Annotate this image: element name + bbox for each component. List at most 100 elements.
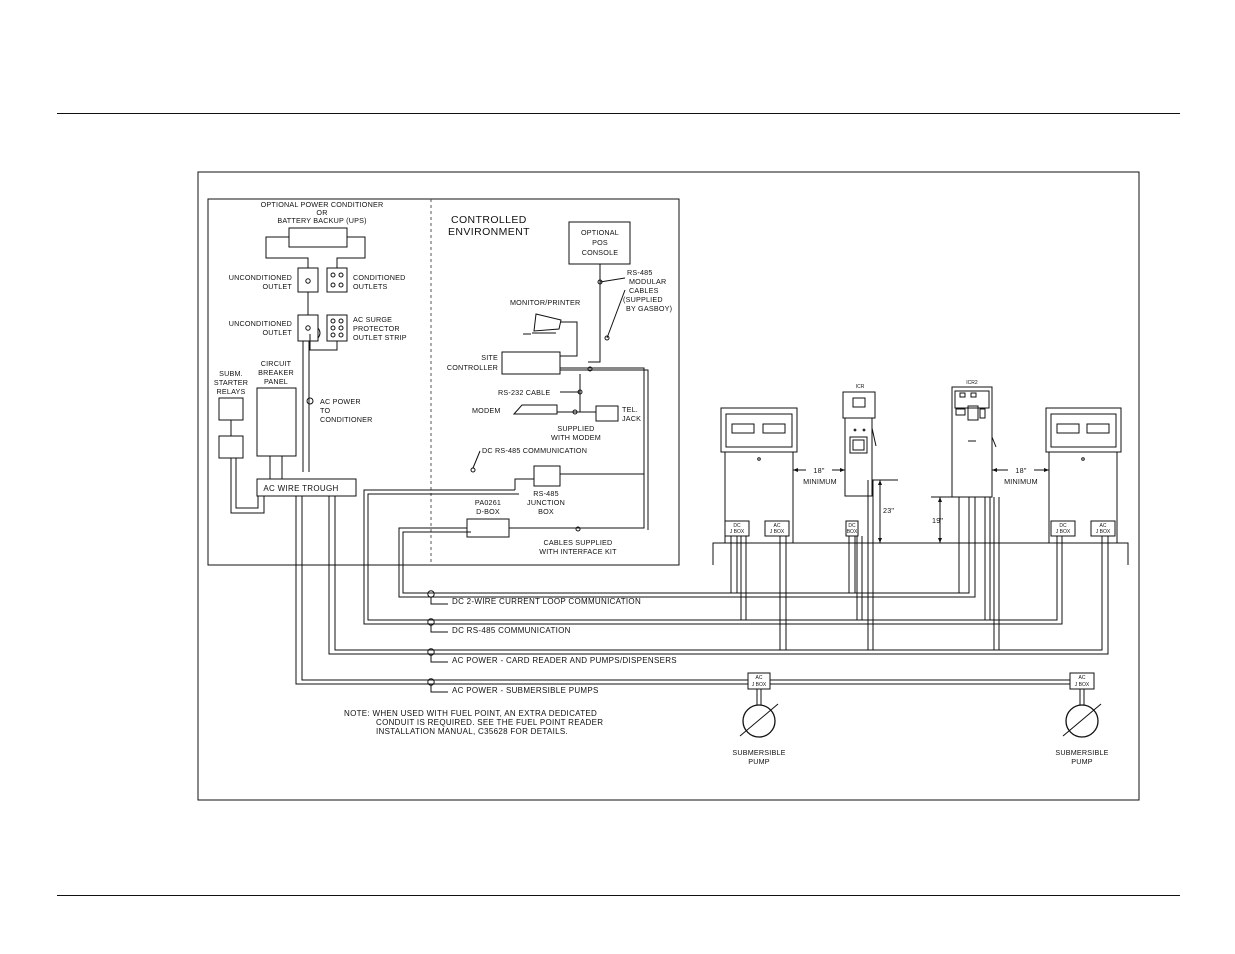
building-outline [207, 198, 680, 566]
svg-text:BOX: BOX [847, 529, 858, 535]
svg-text:AC: AC [774, 523, 781, 529]
pos-console: OPTIONAL POS CONSOLE [568, 221, 631, 265]
svg-text:BREAKER: BREAKER [258, 368, 294, 377]
svg-text:JUNCTION: JUNCTION [527, 498, 565, 507]
svg-text:CONDITIONED: CONDITIONED [353, 273, 406, 282]
svg-text:PUMP: PUMP [1071, 757, 1093, 766]
monitor-printer: MONITOR/PRINTER [510, 298, 580, 357]
svg-text:OUTLETS: OUTLETS [353, 282, 388, 291]
svg-text:J BOX: J BOX [1056, 529, 1071, 535]
svg-text:18": 18" [813, 466, 824, 475]
svg-text:JACK: JACK [622, 414, 641, 423]
pa0261-dbox: PA0261 D-BOX [466, 498, 581, 538]
circuit-breaker-panel: CIRCUIT BREAKER PANEL [256, 359, 297, 479]
svg-text:TO: TO [320, 406, 330, 415]
conditioned-outlets: CONDITIONED OUTLETS [326, 267, 406, 293]
svg-text:DC RS-485 COMMUNICATION: DC RS-485 COMMUNICATION [452, 626, 571, 635]
ac-wire-trough: AC WIRE TROUGH [256, 478, 357, 497]
svg-text:DC: DC [848, 523, 856, 529]
controlled-environment-title-2: ENVIRONMENT [448, 226, 530, 238]
svg-text:ICR2: ICR2 [966, 380, 978, 386]
svg-text:SUPPLIED: SUPPLIED [557, 424, 594, 433]
bottom-rule [57, 895, 1180, 896]
dimension-19: 19" [931, 496, 952, 543]
svg-text:UNCONDITIONED: UNCONDITIONED [229, 319, 292, 328]
svg-text:RELAYS: RELAYS [216, 387, 245, 396]
svg-text:DC: DC [733, 523, 741, 529]
svg-text:ICR: ICR [856, 384, 865, 390]
svg-text:CONTROLLER: CONTROLLER [447, 363, 498, 372]
top-rule [57, 113, 1180, 114]
svg-text:CONDUIT IS REQUIRED. SEE THE F: CONDUIT IS REQUIRED. SEE THE FUEL POINT … [376, 718, 603, 727]
svg-text:J BOX: J BOX [1075, 682, 1090, 688]
svg-text:DC 2-WIRE CURRENT LOOP COMMUNI: DC 2-WIRE CURRENT LOOP COMMUNICATION [452, 597, 641, 606]
svg-text:PANEL: PANEL [264, 377, 288, 386]
svg-text:CABLES SUPPLIED: CABLES SUPPLIED [544, 538, 613, 547]
rs232-cable: RS-232 CABLE [498, 374, 583, 412]
rs485-modular-cables-label: RS-485 MODULAR CABLES (SUPPLIED BY GASBO… [599, 268, 672, 339]
svg-text:RS-232 CABLE: RS-232 CABLE [498, 388, 550, 397]
svg-text:CONDITIONER: CONDITIONER [320, 415, 373, 424]
conduit-dc-rs485: DC RS-485 COMMUNICATION [363, 489, 1063, 635]
svg-text:MODEM: MODEM [472, 406, 501, 415]
svg-text:CONSOLE: CONSOLE [582, 248, 619, 257]
svg-text:SUBM.: SUBM. [219, 369, 243, 378]
tel-jack: TEL. JACK [595, 405, 641, 423]
svg-text:23": 23" [883, 506, 894, 515]
svg-text:WITH MODEM: WITH MODEM [551, 433, 601, 442]
svg-text:J BOX: J BOX [770, 529, 785, 535]
svg-text:AC POWER - SUBMERSIBLE PUMPS: AC POWER - SUBMERSIBLE PUMPS [452, 686, 599, 695]
dimension-18-left: 18" MINIMUM [793, 466, 845, 486]
dc-rs485-comm-label: DC RS-485 COMMUNICATION [470, 446, 587, 473]
svg-text:J BOX: J BOX [1096, 529, 1111, 535]
svg-text:BY GASBOY): BY GASBOY) [626, 304, 672, 313]
svg-text:OUTLET: OUTLET [262, 282, 292, 291]
submersible-pump-right: AC J BOX SUBMERSIBLE PUMP [1055, 672, 1108, 766]
svg-text:AC POWER: AC POWER [320, 397, 361, 406]
svg-text:DC RS-485 COMMUNICATION: DC RS-485 COMMUNICATION [482, 446, 587, 455]
conduit-dc-2wire: DC 2-WIRE CURRENT LOOP COMMUNICATION [398, 497, 976, 606]
svg-text:DC: DC [1059, 523, 1067, 529]
svg-text:AC WIRE TROUGH: AC WIRE TROUGH [263, 484, 338, 493]
svg-text:NOTE: WHEN USED WITH FUEL POI: NOTE: WHEN USED WITH FUEL POINT, AN EXTR… [344, 709, 597, 718]
diagram-frame [197, 171, 1140, 801]
svg-text:STARTER: STARTER [214, 378, 248, 387]
rs485-junction-box: RS-485 JUNCTION BOX [514, 465, 644, 516]
svg-text:OPTIONAL POWER CONDITIONER: OPTIONAL POWER CONDITIONER [261, 200, 384, 209]
svg-text:MODULAR: MODULAR [629, 277, 666, 286]
svg-text:OPTIONAL: OPTIONAL [581, 228, 619, 237]
svg-text:OR: OR [316, 208, 327, 217]
dispenser-right: DC J BOX AC J BOX [1045, 407, 1122, 544]
ac-power-to-conditioner: AC POWER TO CONDITIONER [306, 397, 373, 424]
fuel-island [712, 542, 1129, 565]
cables-interface-kit-label: CABLES SUPPLIED WITH INTERFACE KIT [539, 538, 617, 556]
icr-unit: ICR DC BOX [842, 384, 877, 537]
svg-text:MINIMUM: MINIMUM [1004, 477, 1038, 486]
svg-text:SUBMERSIBLE: SUBMERSIBLE [732, 748, 785, 757]
svg-text:CABLES: CABLES [629, 286, 659, 295]
svg-text:AC SURGE: AC SURGE [353, 315, 392, 324]
dispenser-left: DC J BOX AC J BOX [720, 407, 798, 544]
svg-text:TEL.: TEL. [622, 405, 638, 414]
svg-text:SUBMERSIBLE: SUBMERSIBLE [1055, 748, 1108, 757]
svg-text:MONITOR/PRINTER: MONITOR/PRINTER [510, 298, 580, 307]
svg-text:UNCONDITIONED: UNCONDITIONED [229, 273, 292, 282]
svg-text:J BOX: J BOX [730, 529, 745, 535]
svg-text:CIRCUIT: CIRCUIT [261, 359, 292, 368]
power-conditioner: OPTIONAL POWER CONDITIONER OR BATTERY BA… [261, 200, 384, 268]
svg-text:D-BOX: D-BOX [476, 507, 500, 516]
svg-text:RS-485: RS-485 [533, 489, 559, 498]
conduit-ac-submersible: AC POWER - SUBMERSIBLE PUMPS [295, 496, 1070, 695]
svg-text:OUTLET STRIP: OUTLET STRIP [353, 333, 407, 342]
svg-text:OUTLET: OUTLET [262, 328, 292, 337]
unconditioned-outlet-2: UNCONDITIONED OUTLET [229, 314, 319, 342]
controlled-environment-title: CONTROLLED [451, 214, 527, 226]
svg-text:BOX: BOX [538, 507, 554, 516]
svg-text:18": 18" [1015, 466, 1026, 475]
surge-protector-strip: AC SURGE PROTECTOR OUTLET STRIP [326, 314, 407, 342]
conduit-ac-card-reader: AC POWER - CARD READER AND PUMPS/DISPENS… [328, 480, 1109, 665]
dimension-18-right: 18" MINIMUM [992, 466, 1049, 486]
dimension-23: 23" [872, 479, 898, 543]
